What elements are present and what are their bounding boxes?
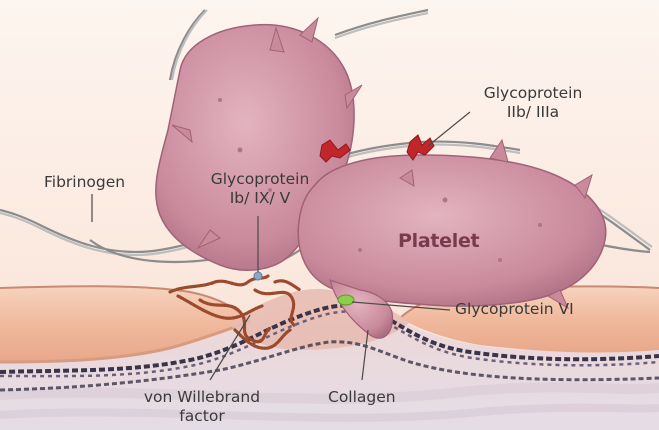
vwf-label: von Willebrand factor	[132, 388, 272, 426]
platelet-granule	[443, 198, 448, 203]
platelet-granule	[218, 98, 222, 102]
platelet-granule	[238, 148, 243, 153]
collagen-label: Collagen	[328, 388, 396, 407]
vwf-label-line1: von Willebrand	[132, 388, 272, 407]
gp-vi-label: Glycoprotein VI	[455, 300, 574, 319]
gp-ib-ix-v-label-line1: Glycoprotein	[210, 170, 310, 189]
gp-vi-receptor	[338, 295, 354, 305]
gp-iib-iiia-label-line1: Glycoprotein	[478, 84, 588, 103]
gp-iib-iiia-label-line2: IIb/ IIIa	[478, 103, 588, 122]
vwf-label-line2: factor	[132, 407, 272, 426]
gp-ib-ix-v-label-line2: Ib/ IX/ V	[210, 189, 310, 208]
fibrinogen-label: Fibrinogen	[44, 173, 125, 192]
platelet-label: Platelet	[398, 230, 479, 252]
platelet-granule	[538, 223, 542, 227]
platelet-granule	[498, 258, 502, 262]
gp-ib-ix-v-label: Glycoprotein Ib/ IX/ V	[210, 170, 310, 208]
platelet-granule	[358, 248, 362, 252]
gp-iib-iiia-label: Glycoprotein IIb/ IIIa	[478, 84, 588, 122]
gp-ib-ix-v-receptor	[254, 272, 262, 280]
